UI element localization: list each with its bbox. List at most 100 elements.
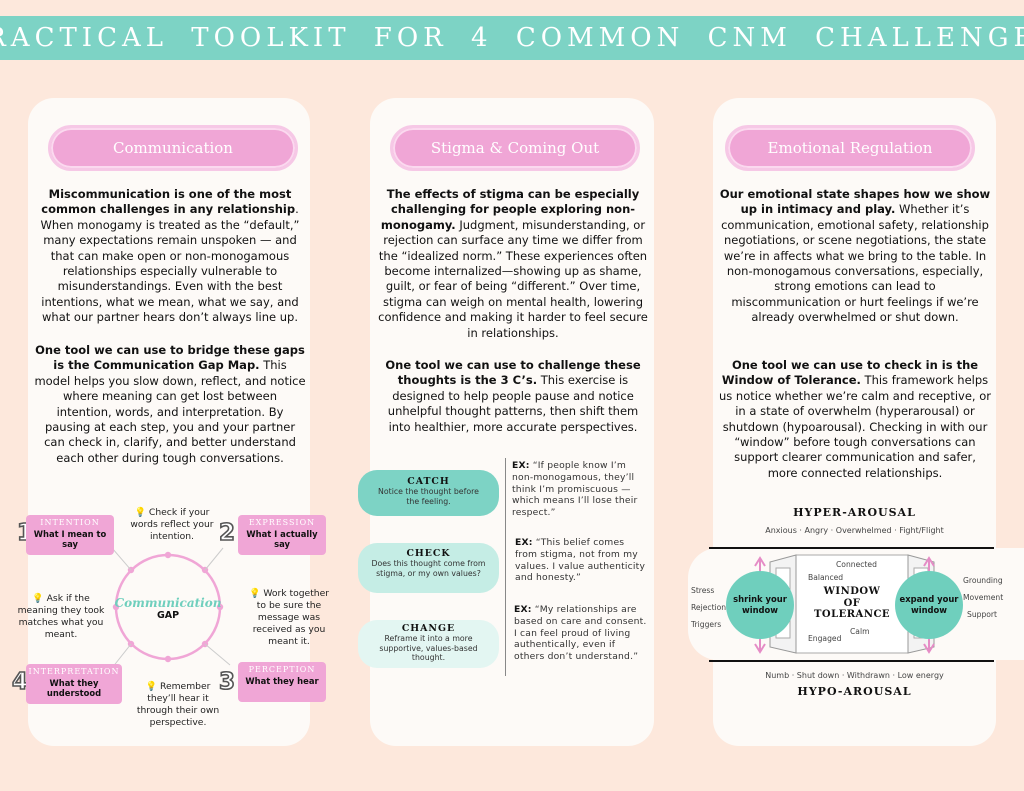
tip-intention: 💡 Check if your words reflect your inten… bbox=[124, 507, 220, 543]
step-change: CHANGE Reframe it into a more supportive… bbox=[358, 620, 499, 668]
stigma-p1-bold: The effects of stigma can be especially … bbox=[380, 187, 640, 232]
window-title-line: OF bbox=[843, 597, 861, 609]
step-number-4: 4 bbox=[11, 669, 29, 695]
step-title: INTENTION bbox=[40, 518, 100, 527]
example-text: “If people know I’m non-monogamous, they… bbox=[512, 460, 638, 519]
step-check-title: CHECK bbox=[406, 548, 451, 559]
step-catch: CATCH Notice the thought before the feel… bbox=[358, 470, 499, 516]
examples-divider bbox=[505, 458, 506, 676]
hyper-arousal-title: HYPER-AROUSAL bbox=[793, 506, 916, 519]
lightbulb-icon: 💡 bbox=[248, 588, 261, 599]
step-label: What I mean to say bbox=[33, 529, 107, 549]
window-title-line: TOLERANCE bbox=[813, 609, 891, 620]
expand-window-label: expand your window bbox=[899, 594, 959, 615]
window-title: WINDOW OF TOLERANCE bbox=[796, 586, 908, 621]
window-word: Connected bbox=[836, 560, 877, 569]
expand-circle bbox=[895, 571, 963, 639]
hypo-arousal-desc: Numb · Shut down · Withdrawn · Low energ… bbox=[765, 671, 944, 680]
stigma-p1-rest: Judgment, misunderstanding, or rejection… bbox=[378, 217, 648, 340]
title-banner: PRACTICAL TOOLKIT FOR 4 COMMON CNM CHALL… bbox=[0, 16, 1024, 60]
step-title: PERCEPTION bbox=[248, 665, 316, 674]
lightbulb-icon: 💡 bbox=[32, 593, 44, 604]
stigma-intro: The effects of stigma can be especially … bbox=[377, 187, 649, 341]
step-card-interpretation: INTERPRETATION What they understood bbox=[26, 664, 122, 704]
right-word: Support bbox=[967, 610, 998, 619]
step-check: CHECK Does this thought come from stigma… bbox=[358, 543, 499, 593]
example-text: “This belief comes from stigma, not from… bbox=[515, 537, 646, 584]
example-label: EX: bbox=[512, 460, 530, 471]
communication-heading-text: Communication bbox=[113, 139, 233, 157]
right-word: Grounding bbox=[963, 576, 1003, 585]
step-title: EXPRESSION bbox=[248, 518, 316, 527]
communication-p1-rest: . When monogamy is treated as the “defau… bbox=[40, 202, 300, 325]
emotional-heading-text: Emotional Regulation bbox=[767, 139, 933, 157]
stigma-tool: One tool we can use to challenge these t… bbox=[377, 358, 649, 435]
step-label: What they understood bbox=[46, 678, 102, 698]
tip-text: Remember they’ll hear it through their o… bbox=[136, 681, 220, 728]
step-title: INTERPRETATION bbox=[28, 667, 120, 676]
left-word: Rejection bbox=[691, 603, 727, 612]
left-word: Stress bbox=[691, 586, 715, 595]
tip-expression: 💡 Work together to be sure the message w… bbox=[244, 588, 334, 648]
stigma-p2-rest: This exercise is designed to help people… bbox=[387, 373, 639, 434]
example-catch: EX: “If people know I’m non-monogamous, … bbox=[512, 460, 646, 519]
gap-label: Communication GAP bbox=[112, 596, 224, 621]
step-number-3: 3 bbox=[218, 669, 236, 695]
emotional-heading: Emotional Regulation bbox=[725, 125, 975, 171]
left-word: Triggers bbox=[691, 620, 722, 629]
step-number-2: 2 bbox=[218, 520, 236, 546]
right-word: Movement bbox=[963, 593, 1004, 602]
stigma-p2-bold: One tool we can use to challenge these t… bbox=[385, 358, 641, 388]
step-change-title: CHANGE bbox=[401, 623, 456, 634]
communication-tool: One tool we can use to bridge these gaps… bbox=[34, 343, 306, 466]
step-check-desc: Does this thought come from stigma, or m… bbox=[371, 559, 486, 578]
communication-p2-rest: This model helps you slow down, reflect,… bbox=[34, 358, 306, 465]
lightbulb-icon: 💡 bbox=[145, 681, 158, 692]
communication-p2-bold: One tool we can use to bridge these gaps… bbox=[35, 343, 305, 373]
shrink-circle bbox=[726, 571, 794, 639]
example-label: EX: bbox=[515, 537, 533, 548]
gap-title: Communication bbox=[114, 596, 222, 610]
tip-text: Ask if the meaning they took matches wha… bbox=[17, 593, 105, 640]
communication-p1-bold: Miscommunication is one of the most comm… bbox=[41, 187, 296, 217]
example-label: EX: bbox=[514, 604, 532, 615]
step-card-expression: EXPRESSION What I actually say bbox=[238, 515, 326, 555]
step-label: What they hear bbox=[245, 676, 319, 686]
tip-interpretation: 💡 Ask if the meaning they took matches w… bbox=[12, 593, 110, 641]
stigma-heading: Stigma & Coming Out bbox=[390, 125, 640, 171]
window-word: Engaged bbox=[808, 634, 842, 643]
step-change-desc: Reframe it into a more supportive, value… bbox=[379, 634, 478, 663]
shrink-window-label: shrink your window bbox=[733, 594, 787, 615]
emotional-p1-rest: Whether it’s communication, emotional sa… bbox=[721, 202, 989, 325]
window-word: Calm bbox=[850, 627, 870, 636]
step-card-perception: PERCEPTION What they hear bbox=[238, 662, 326, 702]
example-check: EX: “This belief comes from stigma, not … bbox=[515, 537, 649, 584]
gap-subtitle: GAP bbox=[156, 610, 180, 621]
emotional-tool: One tool we can use to check in is the W… bbox=[719, 358, 991, 481]
window-word: Balanced bbox=[808, 573, 844, 582]
lightbulb-icon: 💡 bbox=[134, 507, 146, 518]
communication-heading: Communication bbox=[48, 125, 298, 171]
example-text: “My relationships are based on care and … bbox=[514, 604, 647, 663]
step-catch-desc: Notice the thought before the feeling. bbox=[378, 487, 479, 506]
tip-text: Check if your words reflect your intenti… bbox=[130, 507, 214, 542]
emotional-p2-bold: One tool we can use to check in is the W… bbox=[721, 358, 979, 388]
page-title: PRACTICAL TOOLKIT FOR 4 COMMON CNM CHALL… bbox=[0, 23, 1024, 53]
hyper-arousal-desc: Anxious · Angry · Overwhelmed · Fight/Fl… bbox=[765, 526, 944, 535]
hypo-arousal-title: HYPO-AROUSAL bbox=[797, 685, 912, 698]
step-card-intention: INTENTION What I mean to say bbox=[26, 515, 114, 555]
tip-perception: 💡 Remember they’ll hear it through their… bbox=[130, 681, 226, 729]
step-catch-title: CATCH bbox=[407, 476, 450, 487]
emotional-p2-rest: This framework helps us notice whether w… bbox=[719, 373, 992, 480]
tip-text: Work together to be sure the message was… bbox=[252, 588, 330, 647]
stigma-heading-text: Stigma & Coming Out bbox=[430, 139, 600, 157]
communication-intro: Miscommunication is one of the most comm… bbox=[34, 187, 306, 326]
window-title-line: WINDOW bbox=[823, 586, 881, 597]
communication-panel bbox=[28, 98, 310, 746]
emotional-p1-bold: Our emotional state shapes how we show u… bbox=[719, 187, 991, 217]
step-label: What I actually say bbox=[246, 529, 318, 549]
example-change: EX: “My relationships are based on care … bbox=[514, 604, 648, 663]
emotional-intro: Our emotional state shapes how we show u… bbox=[719, 187, 991, 326]
